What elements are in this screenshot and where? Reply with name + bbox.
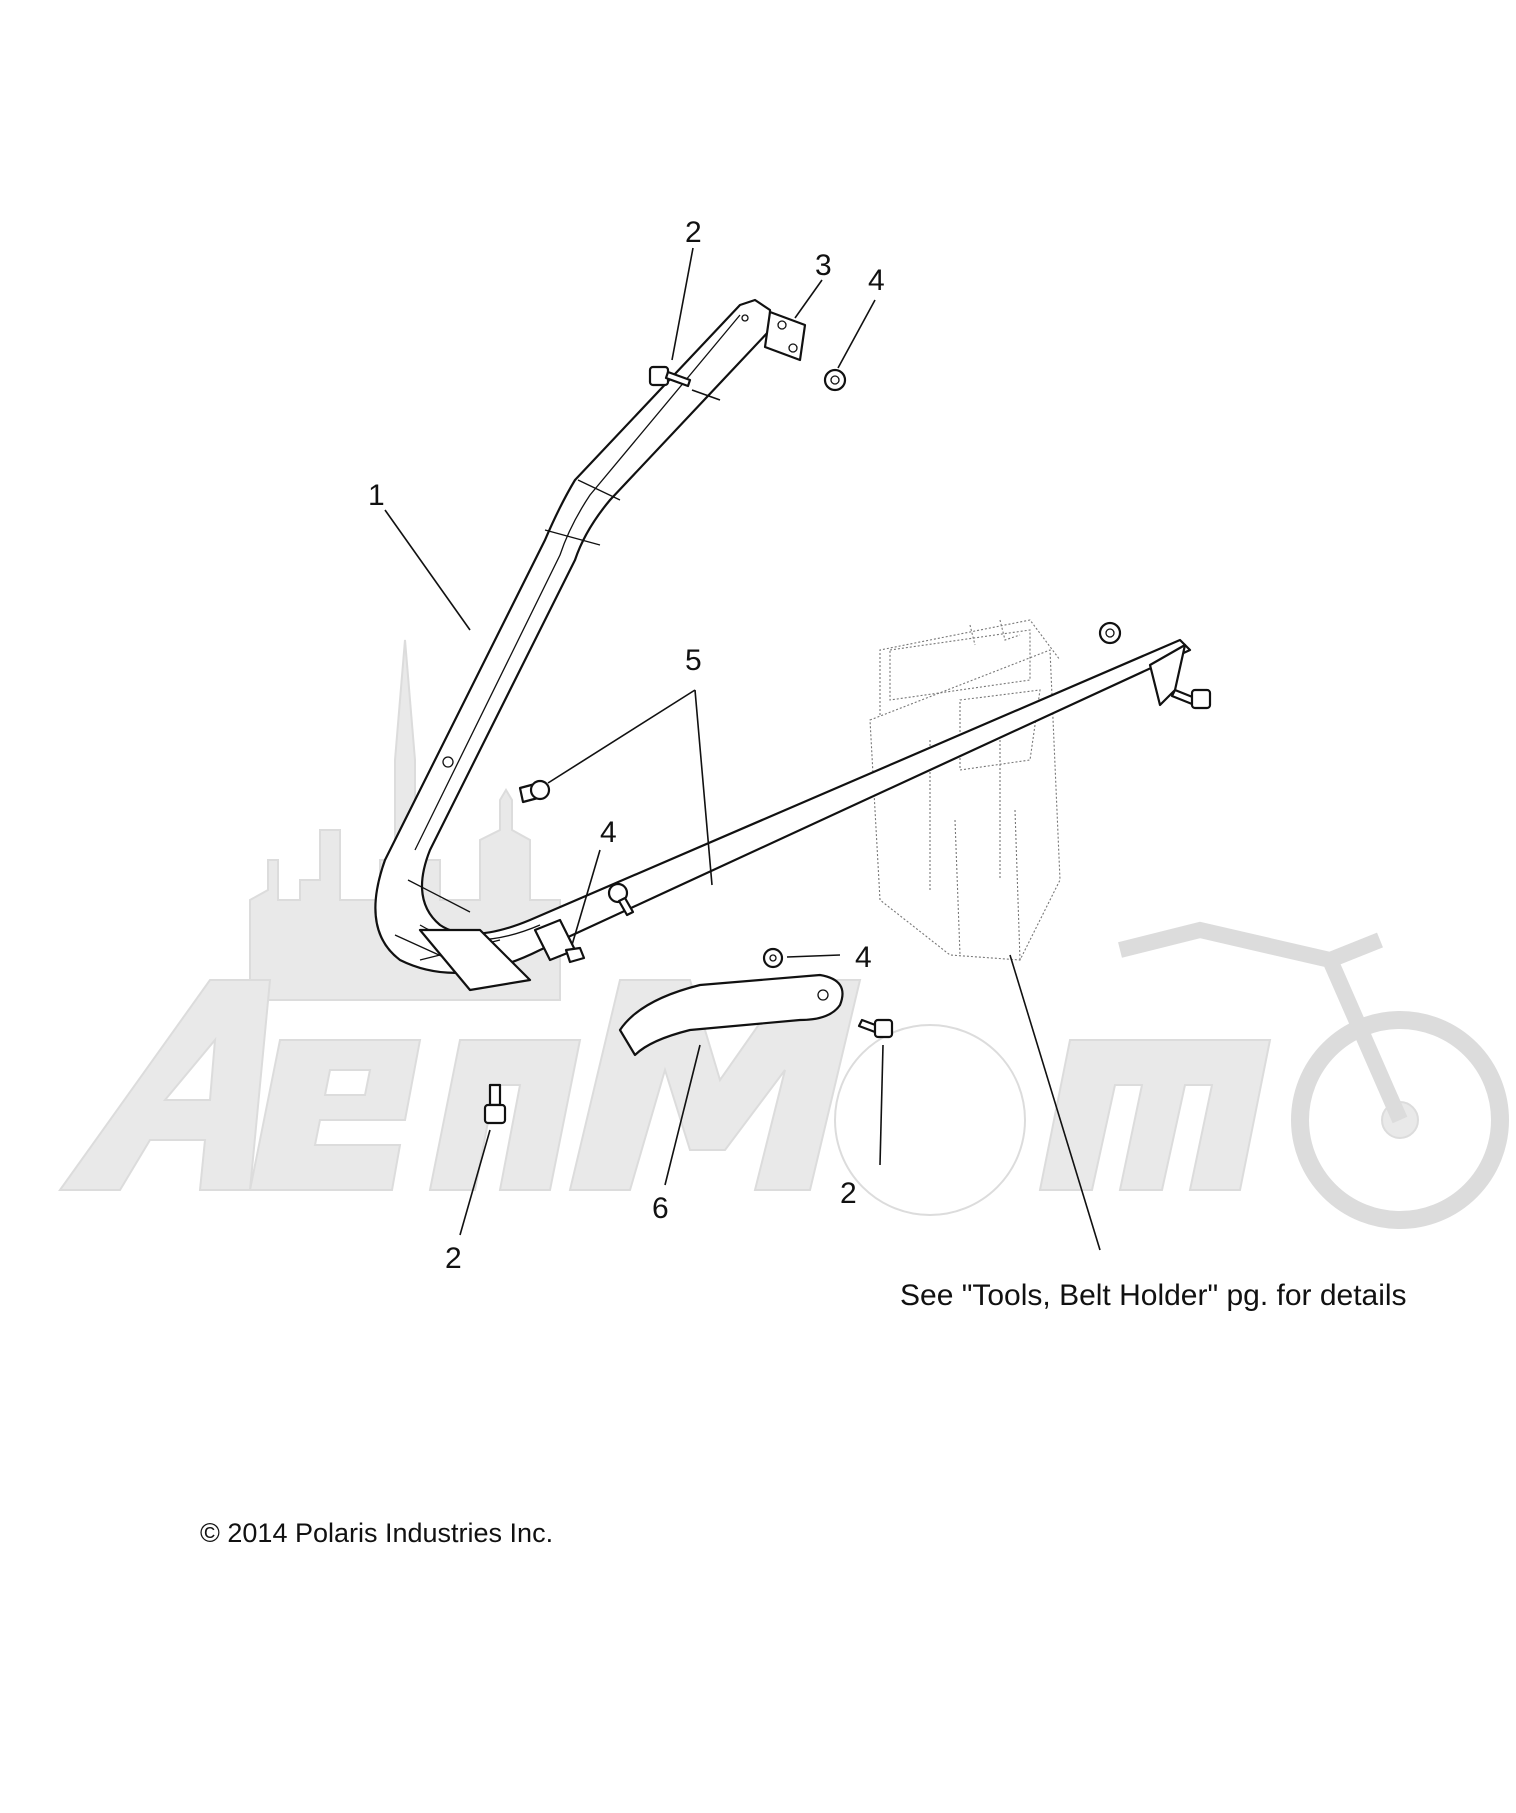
watermark-letter-m2: [1038, 1039, 1272, 1191]
reference-note: See "Tools, Belt Holder" pg. for details: [900, 1279, 1407, 1312]
bumper-tube-part-1: [374, 298, 1192, 992]
watermark-wheel-right: [1291, 1011, 1509, 1229]
callout-4-right: 4: [855, 941, 872, 974]
watermark: [58, 639, 1509, 1229]
nut-top: [823, 368, 847, 392]
bolt-right-lower: [857, 1018, 894, 1039]
nut-right-lower: [762, 947, 784, 969]
callout-2-top: 2: [685, 216, 702, 249]
plate-part-3: [763, 310, 807, 362]
bolt-right: [1170, 688, 1212, 710]
watermark-letter-e: [248, 1039, 422, 1191]
callout-6: 6: [652, 1192, 669, 1225]
callouts: 2 3 4 1 5 4 4 2 6 2: [368, 216, 885, 1275]
callout-1: 1: [368, 479, 385, 512]
brace-part-6: [618, 973, 844, 1057]
callout-4-mid: 4: [600, 816, 617, 849]
leader-lines: [384, 247, 1101, 1251]
watermark-letter-n: [428, 1039, 582, 1191]
callout-4-top: 4: [868, 264, 885, 297]
callout-2-bottom: 2: [445, 1242, 462, 1275]
belt-holder-reference: [869, 619, 1061, 961]
callout-2-right: 2: [840, 1177, 857, 1210]
nut-mid: [564, 946, 586, 964]
callout-5: 5: [685, 644, 702, 677]
watermark-letter-a: [58, 979, 272, 1191]
callout-3: 3: [815, 249, 832, 282]
nut-right: [1098, 621, 1122, 645]
bolt-bottom: [483, 1083, 507, 1125]
bolt-top: [648, 365, 692, 388]
watermark-motorcycle-frame: [1118, 921, 1408, 1124]
screw-lower: [607, 882, 635, 917]
screw-upper: [518, 779, 551, 804]
watermark-wheel-left: [834, 1024, 1026, 1216]
fasteners: [483, 365, 1212, 1125]
copyright-notice: © 2014 Polaris Industries Inc.: [200, 1518, 553, 1548]
